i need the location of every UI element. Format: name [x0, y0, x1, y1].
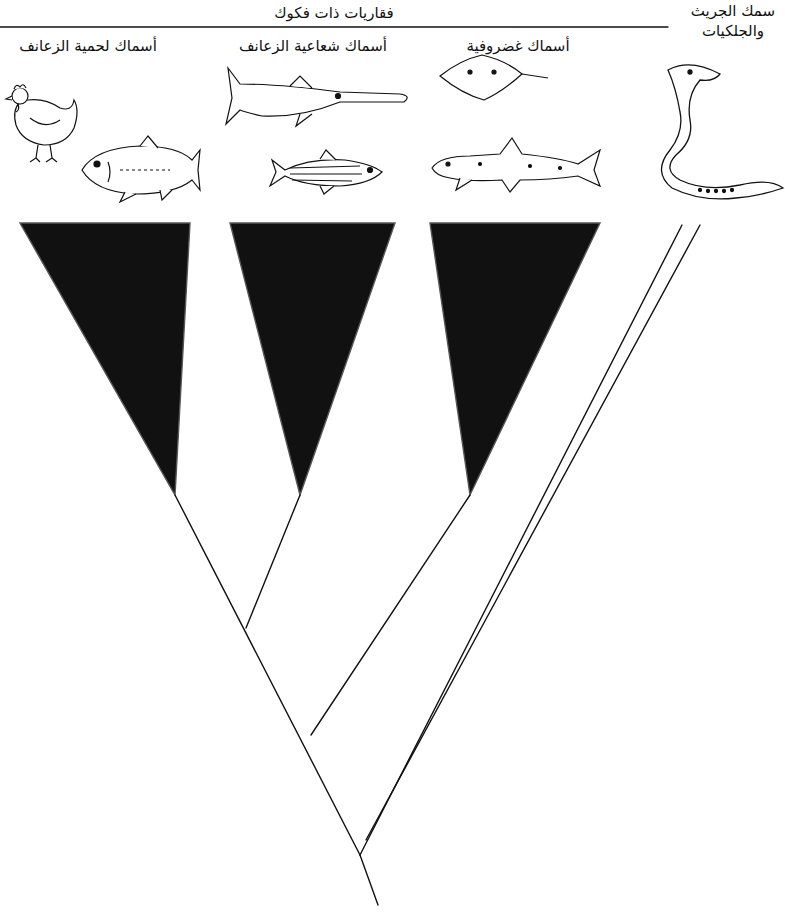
group-heading: فقاريات ذات فكوك [270, 3, 398, 23]
clade-label: أسماك لحمية الزعانف [19, 36, 157, 56]
clade-label: أسماك شعاعية الزعانف [239, 36, 387, 56]
clade-label: سمك الجريث والجلكيات [687, 1, 779, 42]
clade-label: أسماك غضروفية [466, 36, 569, 56]
